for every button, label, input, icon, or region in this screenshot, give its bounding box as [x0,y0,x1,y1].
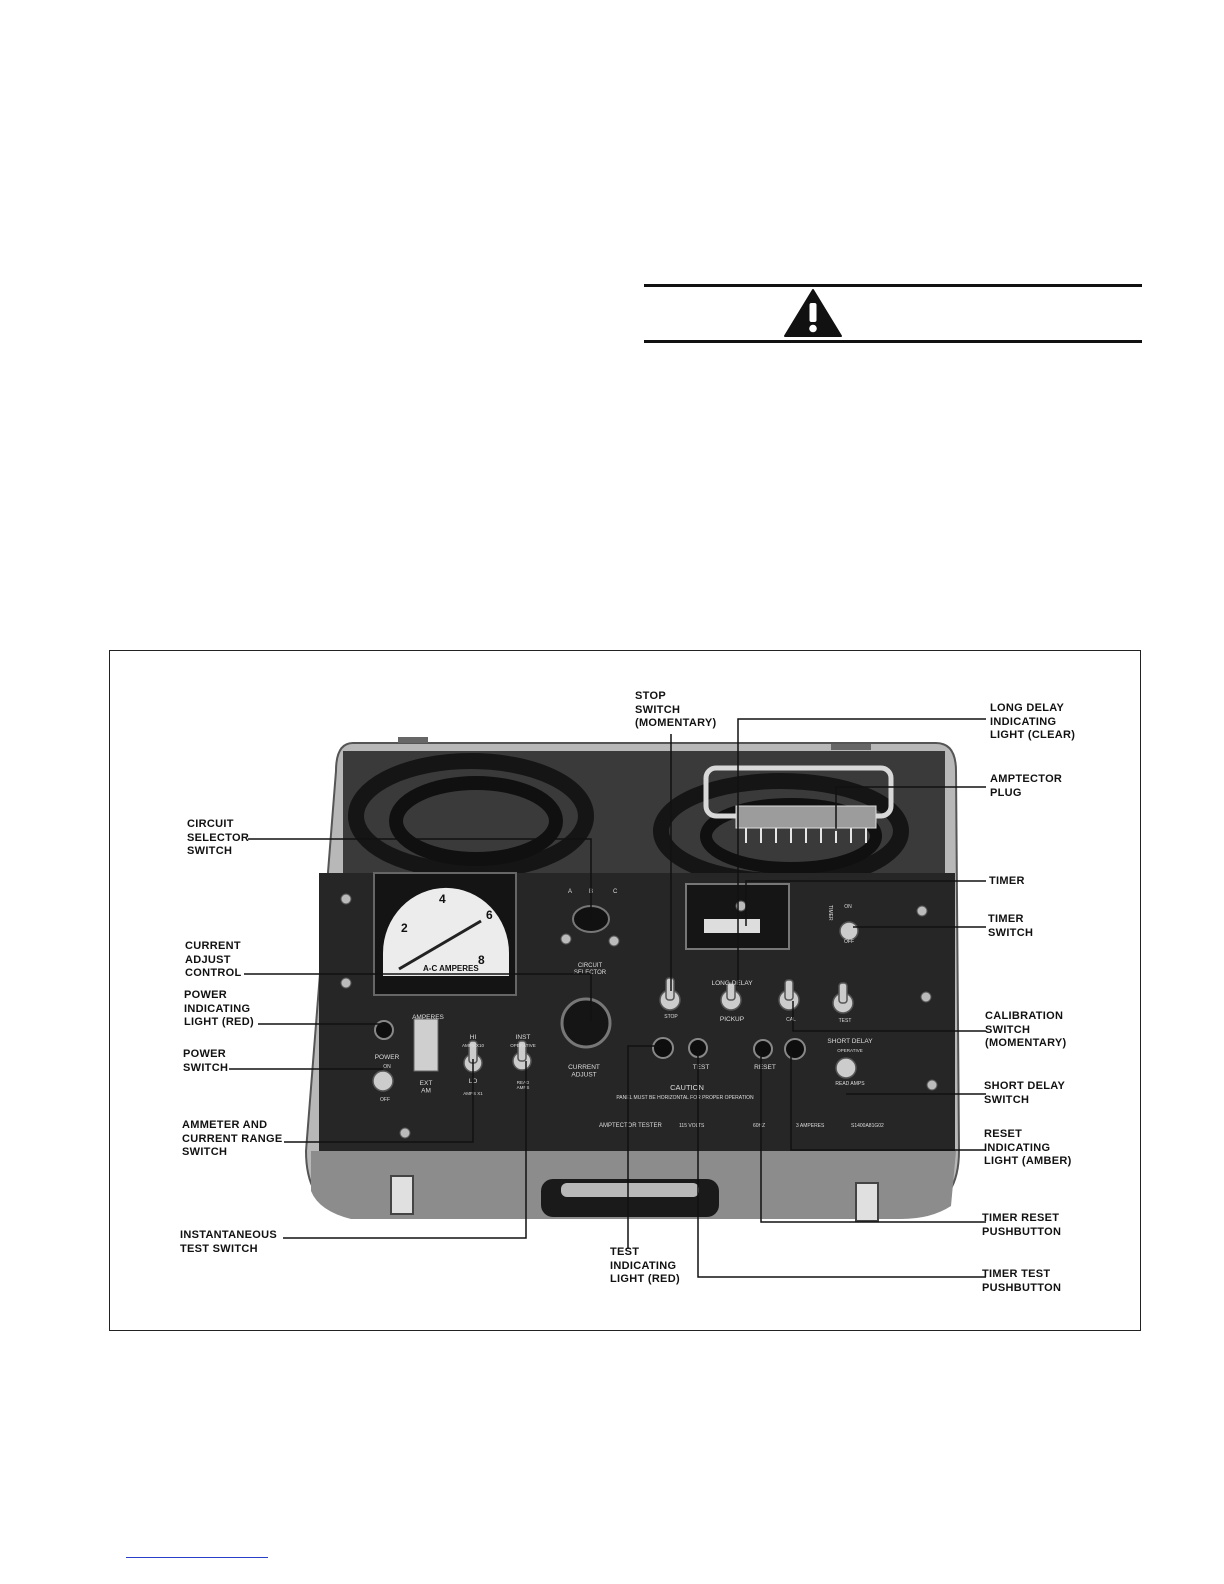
timer-off-marking: OFF [844,939,854,945]
meter-scale-6: 6 [486,908,493,922]
caution-title: CAUTION [670,1083,704,1092]
leader-timer-reset [760,1051,986,1223]
ext-am-marking-line: AM [421,1087,431,1094]
inst-read-marking-line: AMPS [517,1085,530,1090]
leader-test-light [627,1045,661,1249]
callout-calibration-switch: CALIBRATION SWITCH (MOMENTARY) [985,1010,1067,1049]
leader-current-adjust [244,973,592,1021]
reset-button-marking: RESET [754,1064,776,1071]
pickup-marking: PICKUP [720,1016,744,1023]
nameplate-style: S1400A81G02 [851,1123,884,1129]
callout-power-switch: POWER SWITCH [183,1048,229,1074]
read-amps-marking: READ AMPS [835,1081,865,1087]
range-hi-marking: HI [470,1034,477,1041]
callout-timer-reset: TIMER RESET PUSHBUTTON [982,1212,1062,1238]
inst-marking: INST [516,1034,531,1041]
leader-long-delay-light [737,718,986,986]
leader-circuit-selector [248,838,592,921]
meter-scale-8: 8 [478,953,485,967]
short-delay-operative-marking: OPERATIVE [837,1048,862,1053]
callout-timer: TIMER [989,875,1025,887]
nameplate-volts: 115 VOLTS [679,1123,705,1129]
warning-rule-top [644,284,1142,287]
leader-reset-light [790,1051,986,1151]
nameplate-amperes: 3 AMPERES [796,1123,825,1129]
timer-vertical-marking: TIMER [827,905,833,921]
leader-timer-test [697,1049,986,1278]
power-on-marking: ON [383,1064,391,1070]
callout-current-adjust: CURRENT ADJUST CONTROL [185,940,242,979]
meter-unit-label: A-C AMPERES [423,964,479,973]
test-button-marking: TEST [693,1064,710,1071]
nameplate-model: AMPTECTOR TESTER [599,1123,662,1129]
callout-short-delay-switch: SHORT DELAY SWITCH [984,1080,1066,1106]
callout-ammeter-range: AMMETER AND CURRENT RANGE SWITCH [182,1119,283,1158]
inst-operative-marking: OPERATIVE [510,1043,535,1048]
callout-instantaneous-test: INSTANTANEOUS TEST SWITCH [180,1229,277,1255]
test-switch-marking: TEST [839,1018,852,1024]
callout-long-delay-light: LONG DELAY INDICATING LIGHT (CLEAR) [990,702,1076,741]
callout-amptector-plug: AMPTECTOR PLUG [990,773,1063,799]
meter-scale-4: 4 [439,892,446,906]
leader-amptector-plug [835,786,986,831]
nameplate-hz: 60HZ [753,1123,765,1129]
circuit-position-a: A [568,889,572,895]
circuit-selector-line-1-line: CIRCUIT [578,963,603,969]
callout-power-light: POWER INDICATING LIGHT (RED) [184,989,254,1028]
callout-circuit-selector: CIRCUIT SELECTOR SWITCH [187,818,250,857]
leader-timer [745,880,986,926]
leader-calibration-switch [792,1001,986,1032]
inst-read-marking-line: READ [517,1080,530,1085]
ext-am-marking-line: EXT [420,1080,433,1087]
meter-scale-2: 2 [401,921,408,935]
cal-marking: CAL [786,1017,796,1023]
leader-ammeter-range [284,1059,474,1143]
warning-rule-bottom [644,340,1142,343]
current-adjust-marking-line: ADJUST [571,1071,596,1078]
circuit-position-c: C [613,889,618,895]
caution-text: PANEL MUST BE HORIZONTAL FOR PROPER OPER… [616,1095,754,1101]
long-delay-marking: LONG DELAY [711,980,753,987]
callout-reset-light: RESET INDICATING LIGHT (AMBER) [984,1128,1072,1167]
footer-link-underline[interactable] [126,1557,268,1558]
timer-on-marking: ON [844,904,852,910]
range-hi-sub-marking: AMPS X10 [462,1043,485,1048]
warning-triangle-icon [784,289,842,337]
power-off-marking: OFF [380,1097,390,1103]
callout-timer-switch: TIMER SWITCH [988,913,1034,939]
stop-marking: STOP [664,1014,678,1020]
callout-timer-test: TIMER TEST PUSHBUTTON [982,1268,1062,1294]
power-marking: POWER [375,1054,400,1061]
circuit-selector-line-1-line: SELECTOR [574,970,607,976]
callout-stop-switch: STOP SWITCH (MOMENTARY) [635,690,717,729]
callout-leaders [229,718,986,1278]
amperes-marking: AMPERES [412,1014,444,1021]
current-adjust-marking-line: CURRENT [568,1064,600,1071]
leader-instantaneous-test [283,1061,527,1239]
callout-test-light: TEST INDICATING LIGHT (RED) [610,1246,680,1285]
short-delay-marking: SHORT DELAY [827,1038,873,1045]
tester-case [304,737,961,1222]
